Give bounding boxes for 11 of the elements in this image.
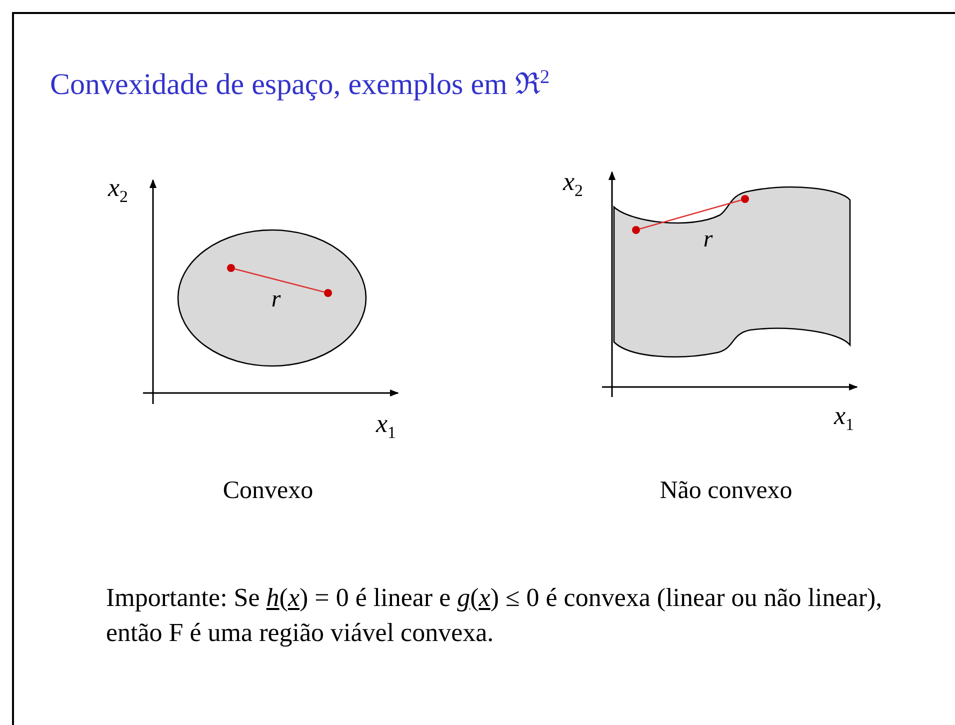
edge-label: r xyxy=(703,226,713,254)
edge-label: r xyxy=(271,286,281,314)
axis-label: x$_{1}$ xyxy=(376,408,396,444)
axis-label: x$_{1}$ xyxy=(834,400,854,436)
axis-label: x$_{2}$ xyxy=(563,166,583,202)
caption: Não convexo xyxy=(660,476,792,506)
connector-line xyxy=(234,268,324,293)
connector-line xyxy=(640,199,742,230)
slide-title: Convexidade de espaço, exemplos em ℜ$^{2}$ xyxy=(50,66,550,103)
caption: Convexo xyxy=(222,476,314,506)
axis-label: x$_{2}$ xyxy=(108,172,128,208)
